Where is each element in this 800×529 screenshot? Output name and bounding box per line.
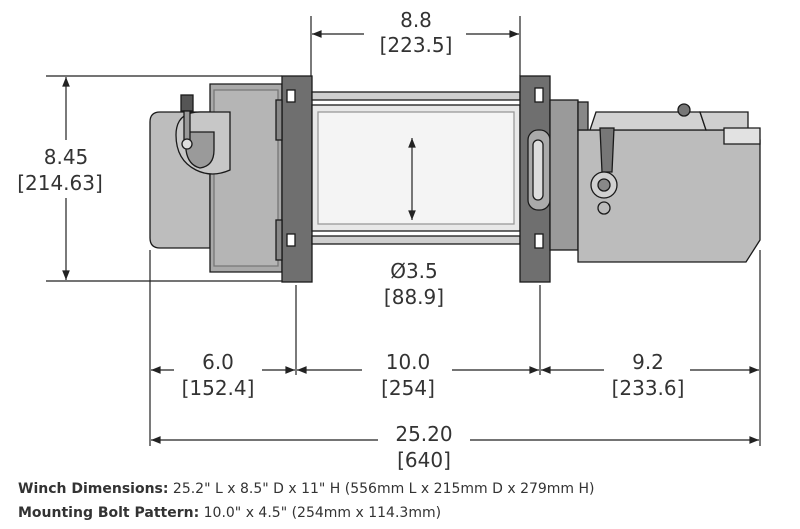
dimension-lines [46,16,761,446]
motor-housing [149,83,283,273]
gearbox-length-metric: [233.6] [612,376,685,400]
drum-diameter-value: Ø3.5 [390,259,438,283]
height-metric: [214.63] [17,171,103,195]
drum-diameter-metric: [88.9] [384,285,444,309]
height-value: 8.45 [44,145,89,169]
gearbox-housing [549,99,761,263]
mounting-bolt-caption: Mounting Bolt Pattern: 10.0" x 4.5" (254… [18,505,441,521]
caption-label: Mounting Bolt Pattern: [18,505,200,521]
left-end-bearing [275,75,313,283]
right-end-bearing [519,75,551,283]
gearbox-length-value: 9.2 [632,350,664,374]
winch-dimensions-caption: Winch Dimensions: 25.2" L x 8.5" D x 11"… [18,481,595,497]
motor-length-metric: [152.4] [182,376,255,400]
winch-illustration [149,75,761,283]
caption-text: 10.0" x 4.5" (254mm x 114.3mm) [199,505,442,521]
drum-length-metric: [254] [381,376,435,400]
clutch-lever-icon [180,94,194,150]
winch-drum [311,91,521,245]
solenoid-handle-icon [590,127,618,215]
caption-text: 25.2" L x 8.5" D x 11" H (556mm L x 215m… [168,481,595,497]
caption-label: Winch Dimensions: [18,481,169,497]
overall-length-metric: [640] [397,448,451,470]
drum-length-value: 10.0 [386,350,431,374]
motor-length-value: 6.0 [202,350,234,374]
top-width-value: 8.8 [400,8,432,32]
top-width-metric: [223.5] [380,33,453,57]
overall-length-value: 25.20 [395,422,452,446]
winch-dimension-drawing: 8.8 [223.5] 8.45 [214.63] Ø3.5 [88.9] 6.… [17,8,761,470]
